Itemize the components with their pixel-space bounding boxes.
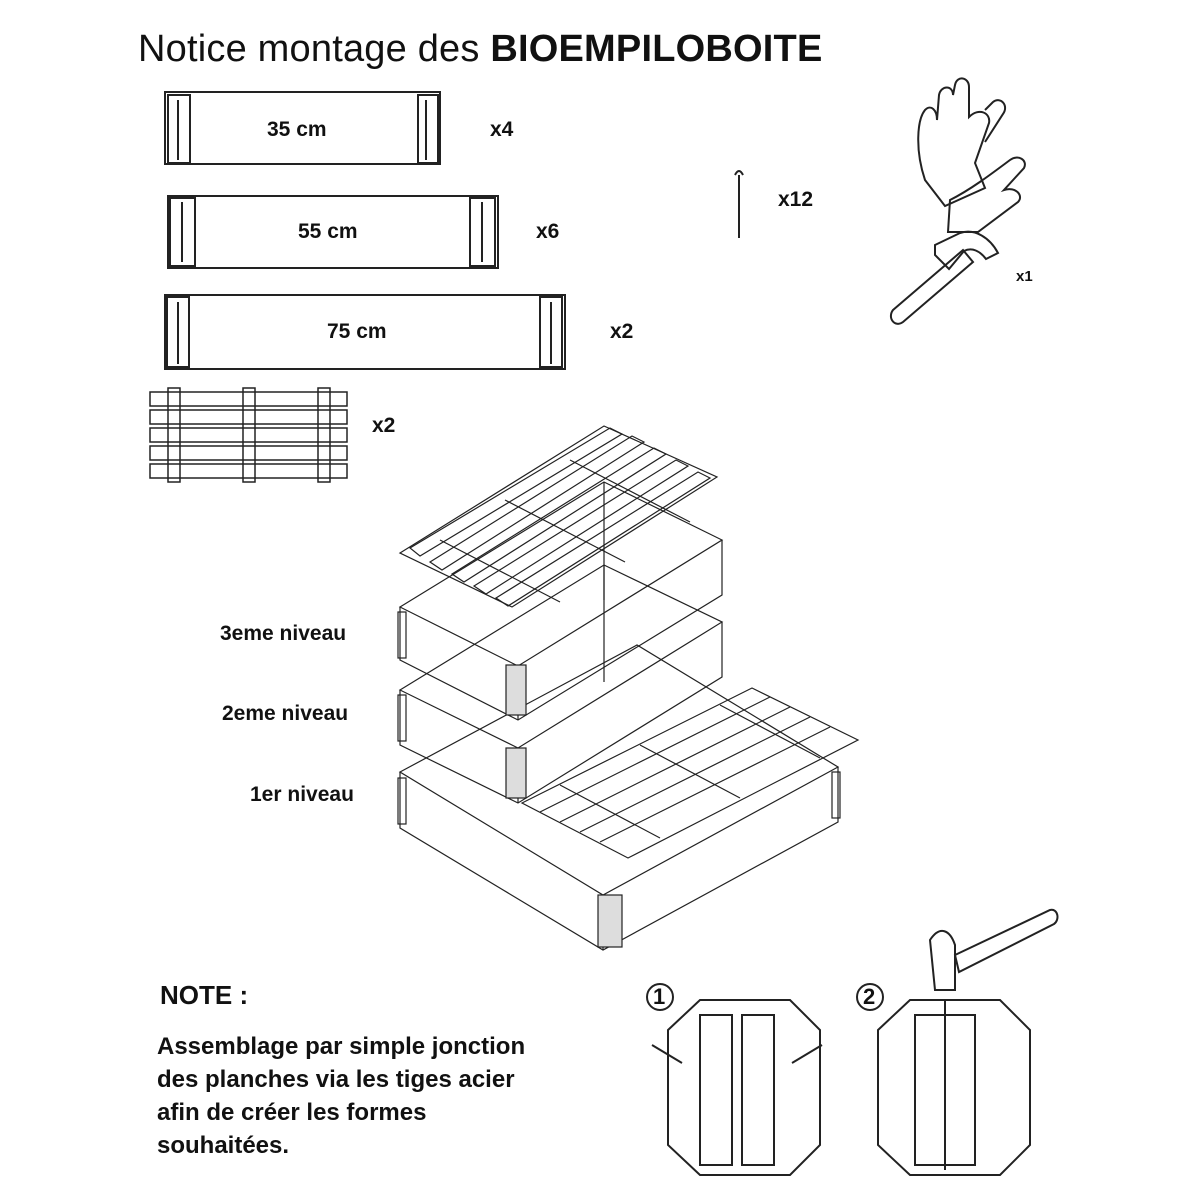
lid-qty: x2	[372, 414, 396, 437]
exploded-assembly	[397, 425, 860, 951]
board-55-qty: x6	[536, 220, 560, 243]
board-75-qty: x2	[610, 320, 634, 343]
board-35-qty: x4	[490, 118, 514, 141]
level-1-label: 1er niveau	[250, 783, 354, 806]
step-2-hammer-diagram	[856, 908, 1059, 1176]
note-line: des planches via les tiges acier	[157, 1066, 515, 1093]
steel-pin	[734, 170, 744, 238]
page-title: Notice montage des BIOEMPILOBOITE	[138, 28, 823, 70]
board-35cm	[164, 91, 441, 165]
note-line: souhaitées.	[157, 1132, 290, 1159]
board-35-size: 35 cm	[267, 118, 327, 141]
note-line: afin de créer les formes	[157, 1099, 427, 1126]
board-55cm	[167, 195, 499, 269]
board-75-size: 75 cm	[327, 320, 387, 343]
board-75cm	[164, 294, 566, 370]
level-2-label: 2eme niveau	[222, 702, 349, 725]
note-heading: NOTE :	[160, 980, 249, 1010]
note-line: Assemblage par simple jonction	[157, 1033, 526, 1060]
pins-qty: x12	[778, 188, 814, 211]
hammer-qty: x1	[1016, 268, 1033, 285]
step-2-number: 2	[863, 984, 876, 1009]
step-1-hinge-diagram	[646, 983, 823, 1176]
board-55-size: 55 cm	[298, 220, 358, 243]
level-3-label: 3eme niveau	[220, 622, 347, 645]
step-1-number: 1	[653, 984, 666, 1009]
gloves-icon	[917, 77, 1026, 233]
hammer-icon	[889, 230, 1000, 325]
lid-panel	[149, 387, 348, 483]
note-text: Assemblage par simple jonction des planc…	[157, 1030, 637, 1162]
